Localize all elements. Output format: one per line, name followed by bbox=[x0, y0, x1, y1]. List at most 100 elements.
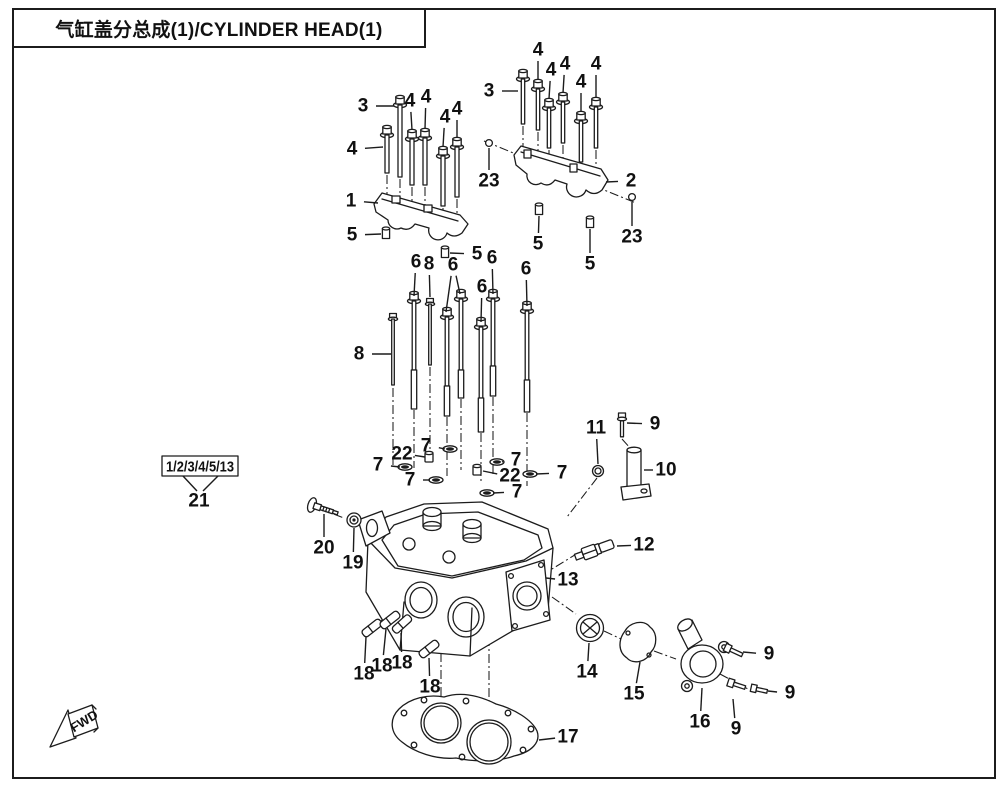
callout-leader bbox=[548, 80, 551, 100]
callout-label-5: 5 bbox=[585, 254, 596, 275]
callout-label-4: 4 bbox=[533, 40, 544, 61]
callout-label-6: 6 bbox=[487, 248, 498, 269]
callout-label-6: 6 bbox=[477, 277, 488, 298]
callout-label-6: 6 bbox=[521, 259, 532, 280]
callout-label-5: 5 bbox=[472, 244, 483, 265]
callout-leader bbox=[562, 74, 565, 94]
part-6-head-bolt bbox=[406, 290, 422, 410]
callout-leader bbox=[626, 422, 643, 425]
part-14-thermostat bbox=[575, 613, 605, 643]
callout-leader bbox=[596, 438, 599, 465]
part-9-bolt bbox=[722, 642, 744, 658]
callout-label-2: 2 bbox=[626, 171, 637, 192]
callout-label-15: 15 bbox=[623, 684, 645, 705]
part-4-bolt bbox=[588, 96, 604, 149]
callout-leader bbox=[382, 628, 387, 656]
callout-label-4: 4 bbox=[546, 60, 557, 81]
part-9-bolt bbox=[749, 683, 769, 694]
part-6-head-bolt bbox=[453, 288, 469, 399]
part-10-pipe bbox=[620, 446, 652, 501]
callout-leader bbox=[535, 472, 550, 475]
part-camshaft-holder-1 bbox=[373, 192, 469, 241]
callout-leader bbox=[363, 201, 379, 204]
callout-label-7: 7 bbox=[557, 463, 568, 484]
callout-leader bbox=[742, 651, 757, 654]
callout-label-18: 18 bbox=[391, 653, 412, 674]
callout-leader bbox=[525, 279, 528, 307]
fwd-marker: FWD bbox=[49, 704, 101, 748]
callout-label-4: 4 bbox=[452, 99, 463, 120]
callout-leader bbox=[605, 180, 619, 183]
callout-label-10: 10 bbox=[655, 460, 676, 481]
callout-label-14: 14 bbox=[576, 662, 598, 683]
callout-label-4: 4 bbox=[347, 139, 358, 160]
callout-leader bbox=[587, 642, 590, 662]
callout-leader bbox=[732, 698, 736, 719]
callout-label-9: 9 bbox=[650, 414, 661, 435]
part-4-bolt bbox=[573, 110, 589, 163]
callout-leader bbox=[635, 661, 641, 684]
callout-label-4: 4 bbox=[591, 54, 602, 75]
callout-leader bbox=[491, 268, 494, 295]
callout-leader bbox=[442, 127, 445, 148]
callout-label-17: 17 bbox=[557, 727, 578, 748]
part-4-bolt bbox=[541, 97, 557, 149]
callout-label-9: 9 bbox=[731, 719, 742, 740]
part-9-bolt bbox=[726, 677, 747, 690]
part-22-cup bbox=[424, 450, 482, 476]
callout-leader bbox=[492, 491, 505, 494]
part-16-thermostat-cover bbox=[677, 618, 731, 693]
title-bar: 气缸盖分总成(1)/CYLINDER HEAD(1) bbox=[12, 8, 426, 48]
callout-label-3: 3 bbox=[484, 81, 495, 102]
callout-label-1: 1 bbox=[346, 191, 357, 212]
part-4-bolt bbox=[435, 145, 451, 207]
part-20-bolt bbox=[306, 497, 339, 516]
part-camshaft-holder-2 bbox=[513, 145, 609, 198]
callout-label-7: 7 bbox=[373, 455, 384, 476]
callout-label-7: 7 bbox=[421, 436, 432, 457]
callout-leader bbox=[424, 107, 427, 130]
callout-leader bbox=[413, 272, 416, 297]
callout-leader bbox=[616, 544, 632, 547]
callout-label-22: 22 bbox=[391, 444, 412, 465]
part-11-o-ring bbox=[591, 464, 605, 478]
callout-label-7: 7 bbox=[511, 450, 522, 471]
part-5-dowel-pin bbox=[585, 215, 595, 229]
part-13-cylinder-head bbox=[357, 501, 554, 657]
callout-label-18: 18 bbox=[419, 677, 440, 698]
part-5-dowel-pin bbox=[534, 202, 544, 216]
callout-label-6: 6 bbox=[448, 255, 459, 276]
part-4-bolt bbox=[404, 128, 420, 186]
callout-leader bbox=[410, 111, 413, 131]
callout-leader bbox=[449, 252, 465, 255]
callout-label-6: 6 bbox=[411, 252, 422, 273]
part-8-stud bbox=[387, 312, 399, 386]
part-19-seal bbox=[346, 512, 362, 528]
callout-label-4: 4 bbox=[405, 91, 416, 112]
callout-label-7: 7 bbox=[512, 482, 523, 503]
part-3-bolt bbox=[392, 94, 408, 178]
group-ref-callout: 21 bbox=[188, 491, 210, 512]
callout-leader bbox=[428, 657, 431, 677]
part-3-bolt bbox=[515, 68, 531, 125]
callout-label-23: 23 bbox=[621, 227, 642, 248]
part-12-temp-sensor bbox=[573, 539, 615, 561]
callout-label-4: 4 bbox=[560, 54, 571, 75]
callout-leader bbox=[352, 527, 355, 553]
callout-leader bbox=[480, 297, 483, 323]
part-17-head-gasket bbox=[391, 693, 539, 765]
page-border bbox=[12, 8, 996, 779]
part-6-head-bolt bbox=[439, 306, 455, 417]
part-4-bolt bbox=[530, 78, 546, 131]
callout-leader bbox=[438, 447, 446, 450]
callout-leader bbox=[364, 233, 382, 236]
part-6-head-bolt bbox=[485, 288, 501, 397]
callout-leader bbox=[400, 632, 403, 653]
group-ref-label: 1/2/3/4/5/13 bbox=[166, 459, 234, 476]
callout-leader bbox=[364, 146, 384, 149]
part-4-bolt bbox=[555, 91, 571, 144]
callout-leader bbox=[767, 690, 778, 693]
callout-leader bbox=[537, 215, 540, 234]
page-title: 气缸盖分总成(1)/CYLINDER HEAD(1) bbox=[55, 19, 383, 41]
